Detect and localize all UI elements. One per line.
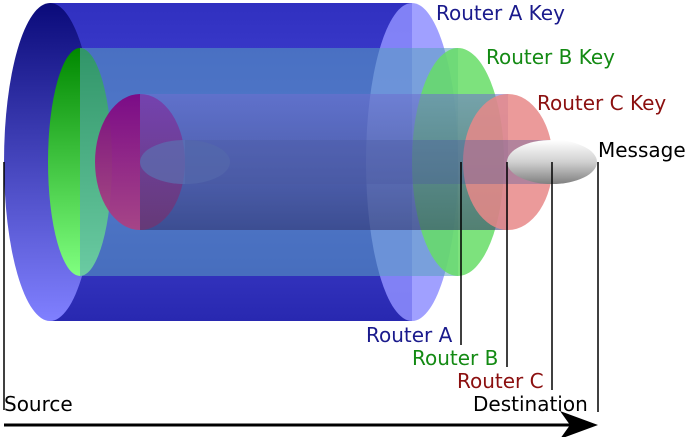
- message-label: Message: [598, 138, 686, 162]
- message-capsule-body: [185, 140, 551, 184]
- router-b-key-label: Router B Key: [486, 45, 615, 69]
- destination-label: Destination: [473, 392, 588, 416]
- path-arrow-head: [560, 411, 598, 439]
- router-a-key-label: Router A Key: [436, 1, 565, 25]
- router-c-label: Router C: [457, 369, 544, 393]
- message-capsule: [140, 140, 597, 184]
- path-arrow: [4, 411, 598, 439]
- message-capsule-back: [140, 140, 230, 184]
- router-a-label: Router A: [366, 323, 453, 347]
- source-label: Source: [4, 392, 73, 416]
- router-b-label: Router B: [412, 346, 498, 370]
- router-c-key-label: Router C Key: [537, 91, 666, 115]
- marker-lines: [3, 162, 599, 412]
